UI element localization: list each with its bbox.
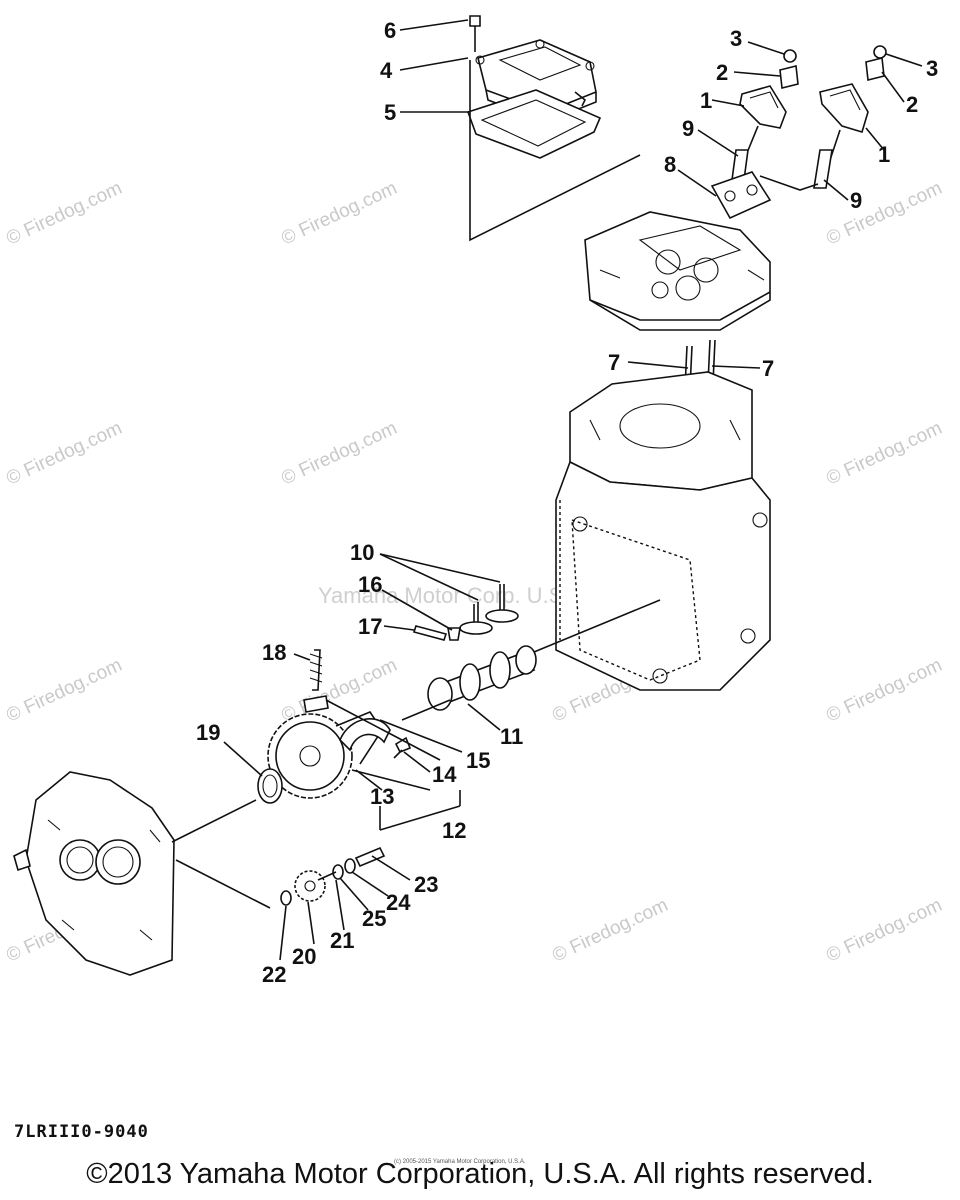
watermark: © Firedog.com bbox=[3, 178, 125, 250]
callout-9-left: 9 bbox=[682, 116, 694, 141]
callout-13: 13 bbox=[370, 784, 394, 809]
callout-2-right: 2 bbox=[906, 92, 918, 117]
callout-9-right: 9 bbox=[850, 188, 862, 213]
watermark: © Firedog.com bbox=[3, 418, 125, 490]
callout-25: 25 bbox=[362, 906, 386, 931]
callout-17: 17 bbox=[358, 614, 382, 639]
callout-12: 12 bbox=[442, 818, 466, 843]
callout-1-right: 1 bbox=[878, 142, 890, 167]
callout-3-left: 3 bbox=[730, 26, 742, 51]
watermark: © Firedog.com bbox=[823, 655, 945, 727]
callout-14: 14 bbox=[432, 762, 457, 787]
crankcase-cover bbox=[13, 771, 271, 976]
callout-16: 16 bbox=[358, 572, 382, 597]
watermark: © Firedog.com bbox=[823, 895, 945, 967]
watermark: © Firedog.com bbox=[3, 655, 125, 727]
watermark: © Firedog.com bbox=[823, 178, 945, 250]
cylinder-block bbox=[555, 371, 771, 691]
callouts: 1 1 2 2 3 3 4 5 6 7 7 8 9 9 10 11 12 13 … bbox=[196, 18, 938, 987]
callout-3-right: 3 bbox=[926, 56, 938, 81]
callout-4: 4 bbox=[380, 58, 393, 83]
callout-24: 24 bbox=[386, 890, 411, 915]
tiny-copyright-note: (c) 2005-2015 Yamaha Motor Corporation, … bbox=[394, 1159, 526, 1165]
callout-7-right: 7 bbox=[762, 356, 774, 381]
oil-pump-parts bbox=[280, 846, 386, 906]
callout-7-left: 7 bbox=[608, 350, 620, 375]
callout-2-left: 2 bbox=[716, 60, 728, 85]
rocker-assembly bbox=[710, 45, 887, 220]
camshaft bbox=[401, 599, 661, 721]
watermark: © Firedog.com bbox=[823, 418, 945, 490]
callout-11: 11 bbox=[500, 724, 523, 749]
center-watermark: Yamaha Motor Corp. U.S.A. bbox=[318, 583, 590, 608]
cam-gear-assembly bbox=[257, 649, 461, 831]
watermark: © Firedog.com bbox=[278, 418, 400, 490]
callout-18: 18 bbox=[262, 640, 286, 665]
valves bbox=[412, 584, 519, 641]
watermark: © Firedog.com bbox=[549, 895, 671, 967]
callout-6: 6 bbox=[384, 18, 396, 43]
callout-21: 21 bbox=[330, 928, 354, 953]
part-code: 7LRIII0-9040 bbox=[14, 1122, 149, 1142]
callout-23: 23 bbox=[414, 872, 438, 897]
callout-15: 15 bbox=[466, 748, 490, 773]
callout-1-left: 1 bbox=[700, 88, 712, 113]
watermark: © Firedog.com bbox=[278, 178, 400, 250]
callout-20: 20 bbox=[292, 944, 316, 969]
callout-5: 5 bbox=[384, 100, 396, 125]
callout-8: 8 bbox=[664, 152, 676, 177]
callout-22: 22 bbox=[262, 962, 286, 987]
leader-lines bbox=[223, 19, 923, 961]
copyright-footer: ©2013 Yamaha Motor Corporation, U.S.A. A… bbox=[86, 1158, 874, 1190]
head-cover-assembly bbox=[466, 15, 641, 242]
cylinder-head bbox=[584, 211, 771, 331]
callout-10: 10 bbox=[350, 540, 374, 565]
callout-19: 19 bbox=[196, 720, 220, 745]
